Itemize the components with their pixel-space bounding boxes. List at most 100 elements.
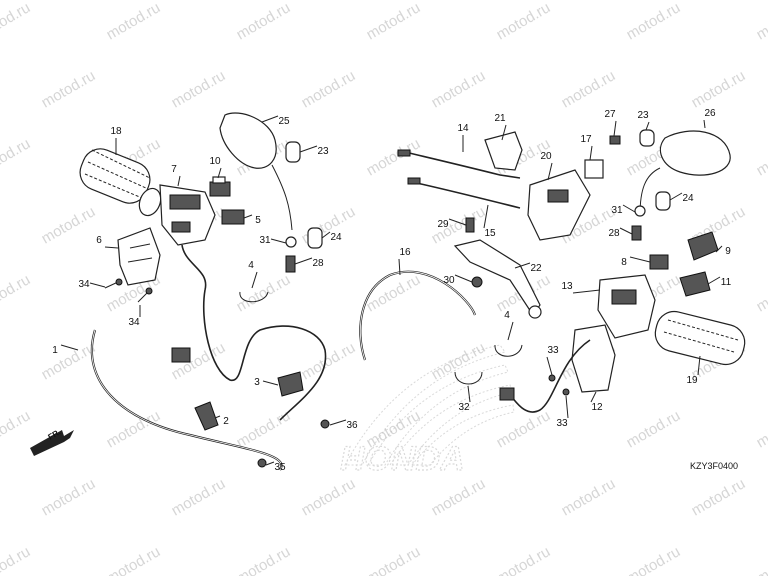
watermark-text: motod.ru: [624, 407, 684, 451]
callout-leader-c13: [572, 289, 601, 294]
callout-c1: 1: [52, 345, 58, 356]
callout-c8: 8: [621, 257, 627, 268]
watermark-text: motod.ru: [429, 67, 489, 111]
callout-leader-c8: [629, 256, 651, 263]
front-direction-arrow: FR.: [30, 427, 74, 456]
callout-leader-c6: [104, 246, 119, 249]
watermark-text: motod.ru: [234, 0, 294, 43]
part-switch-10: [209, 176, 231, 197]
callout-c3: 3: [254, 377, 260, 388]
part-nut-31a: [285, 236, 297, 248]
callout-layer: 1234456789101112131415161718192021222323…: [52, 108, 731, 473]
watermark-text: motod.ru: [39, 339, 99, 383]
callout-c35: 35: [274, 462, 286, 473]
callout-leader-c17: [589, 145, 593, 161]
part-cap-24b: [655, 191, 671, 211]
part-switch-8: [649, 254, 669, 270]
callout-c25: 25: [278, 116, 290, 127]
part-wire-14-15: [397, 149, 521, 209]
callout-leader-c30: [454, 274, 473, 283]
callout-leader-c33a: [546, 356, 553, 376]
callout-c15: 15: [484, 228, 496, 239]
watermark-text: motod.ru: [624, 0, 684, 43]
callout-leader-c26: [703, 119, 706, 129]
callout-c5: 5: [255, 215, 261, 226]
part-band-4b: [494, 344, 523, 357]
watermark-text: motod.ru: [0, 135, 33, 179]
callout-c31b: 31: [611, 205, 623, 216]
callout-c26: 26: [704, 108, 716, 119]
callout-c4a: 4: [248, 260, 254, 271]
callout-c10: 10: [209, 156, 221, 167]
callout-leader-c35: [265, 461, 275, 466]
callout-c28a: 28: [312, 258, 324, 269]
callout-c29: 29: [437, 219, 449, 230]
watermark-text: motod.ru: [39, 475, 99, 519]
part-left-switch-housing: [159, 184, 216, 291]
callout-leader-c24a: [321, 231, 331, 239]
part-brake-lever: [453, 239, 542, 319]
part-left-wire-harness: [171, 289, 327, 421]
watermark-text: motod.ru: [39, 67, 99, 111]
callout-leader-c27: [613, 120, 617, 137]
part-clamp-2: [194, 401, 219, 431]
callout-c27: 27: [604, 109, 616, 120]
watermark-text: motod.ru: [689, 67, 749, 111]
watermark-text: motod.ru: [494, 0, 554, 43]
watermark-text: motod.ru: [0, 0, 33, 43]
part-screw-35: [257, 458, 267, 468]
callout-c32: 32: [458, 402, 470, 413]
callout-leader-c28a: [294, 257, 313, 265]
part-switch-11: [679, 271, 711, 297]
part-cover-21: [484, 131, 523, 171]
part-band-4a: [239, 291, 269, 303]
callout-leader-c19: [697, 355, 701, 376]
callout-c4b: 4: [504, 310, 510, 321]
part-bolt-28a: [285, 255, 296, 273]
part-nut-31b: [634, 205, 646, 217]
part-right-cover-12: [571, 324, 616, 393]
part-screw-34a: [104, 278, 123, 289]
callout-c34b: 34: [128, 317, 140, 328]
watermark-text: motod.ru: [494, 543, 554, 576]
callout-c22: 22: [530, 263, 542, 274]
part-left-mirror: [219, 112, 293, 231]
callout-leader-c32: [467, 385, 471, 403]
part-right-wire-harness: [499, 339, 591, 413]
callout-c17: 17: [580, 134, 592, 145]
callout-leader-c31a: [270, 238, 287, 244]
part-bolt-29: [465, 217, 475, 233]
callout-leader-c23b: [645, 121, 650, 131]
part-nut-30: [471, 276, 483, 288]
part-switch-17: [584, 159, 604, 179]
callout-c18: 18: [110, 126, 122, 137]
callout-c6: 6: [96, 235, 102, 246]
honda-wing-logo: HONDA: [339, 344, 515, 479]
part-connector-5: [221, 209, 245, 225]
callout-c36: 36: [346, 420, 358, 431]
callout-leader-c4a: [251, 271, 258, 289]
callout-c11: 11: [721, 277, 732, 288]
callout-c31a: 31: [259, 235, 271, 246]
watermark-text: motod.ru: [299, 339, 359, 383]
callout-c23a: 23: [317, 146, 329, 157]
callout-c7: 7: [171, 164, 177, 175]
callout-c20: 20: [540, 151, 552, 162]
callout-c23b: 23: [637, 110, 649, 121]
part-grommet-23a: [285, 141, 301, 163]
callout-c33a: 33: [547, 345, 559, 356]
watermark-text: motod.ru: [364, 543, 424, 576]
watermark-text: motod.ru: [0, 543, 33, 576]
watermark-text: motod.ru: [429, 475, 489, 519]
callout-c14: 14: [457, 123, 469, 134]
watermark-text: motod.ru: [364, 271, 424, 315]
callout-leader-c34a: [89, 282, 106, 288]
callout-leader-c1: [60, 344, 79, 351]
callout-c34a: 34: [78, 279, 90, 290]
callout-leader-c16: [398, 258, 401, 276]
part-bolt-28b: [631, 225, 642, 241]
callout-leader-c33b: [565, 395, 569, 419]
callout-leader-c12: [590, 391, 597, 403]
honda-logo-text: HONDA: [340, 440, 465, 478]
